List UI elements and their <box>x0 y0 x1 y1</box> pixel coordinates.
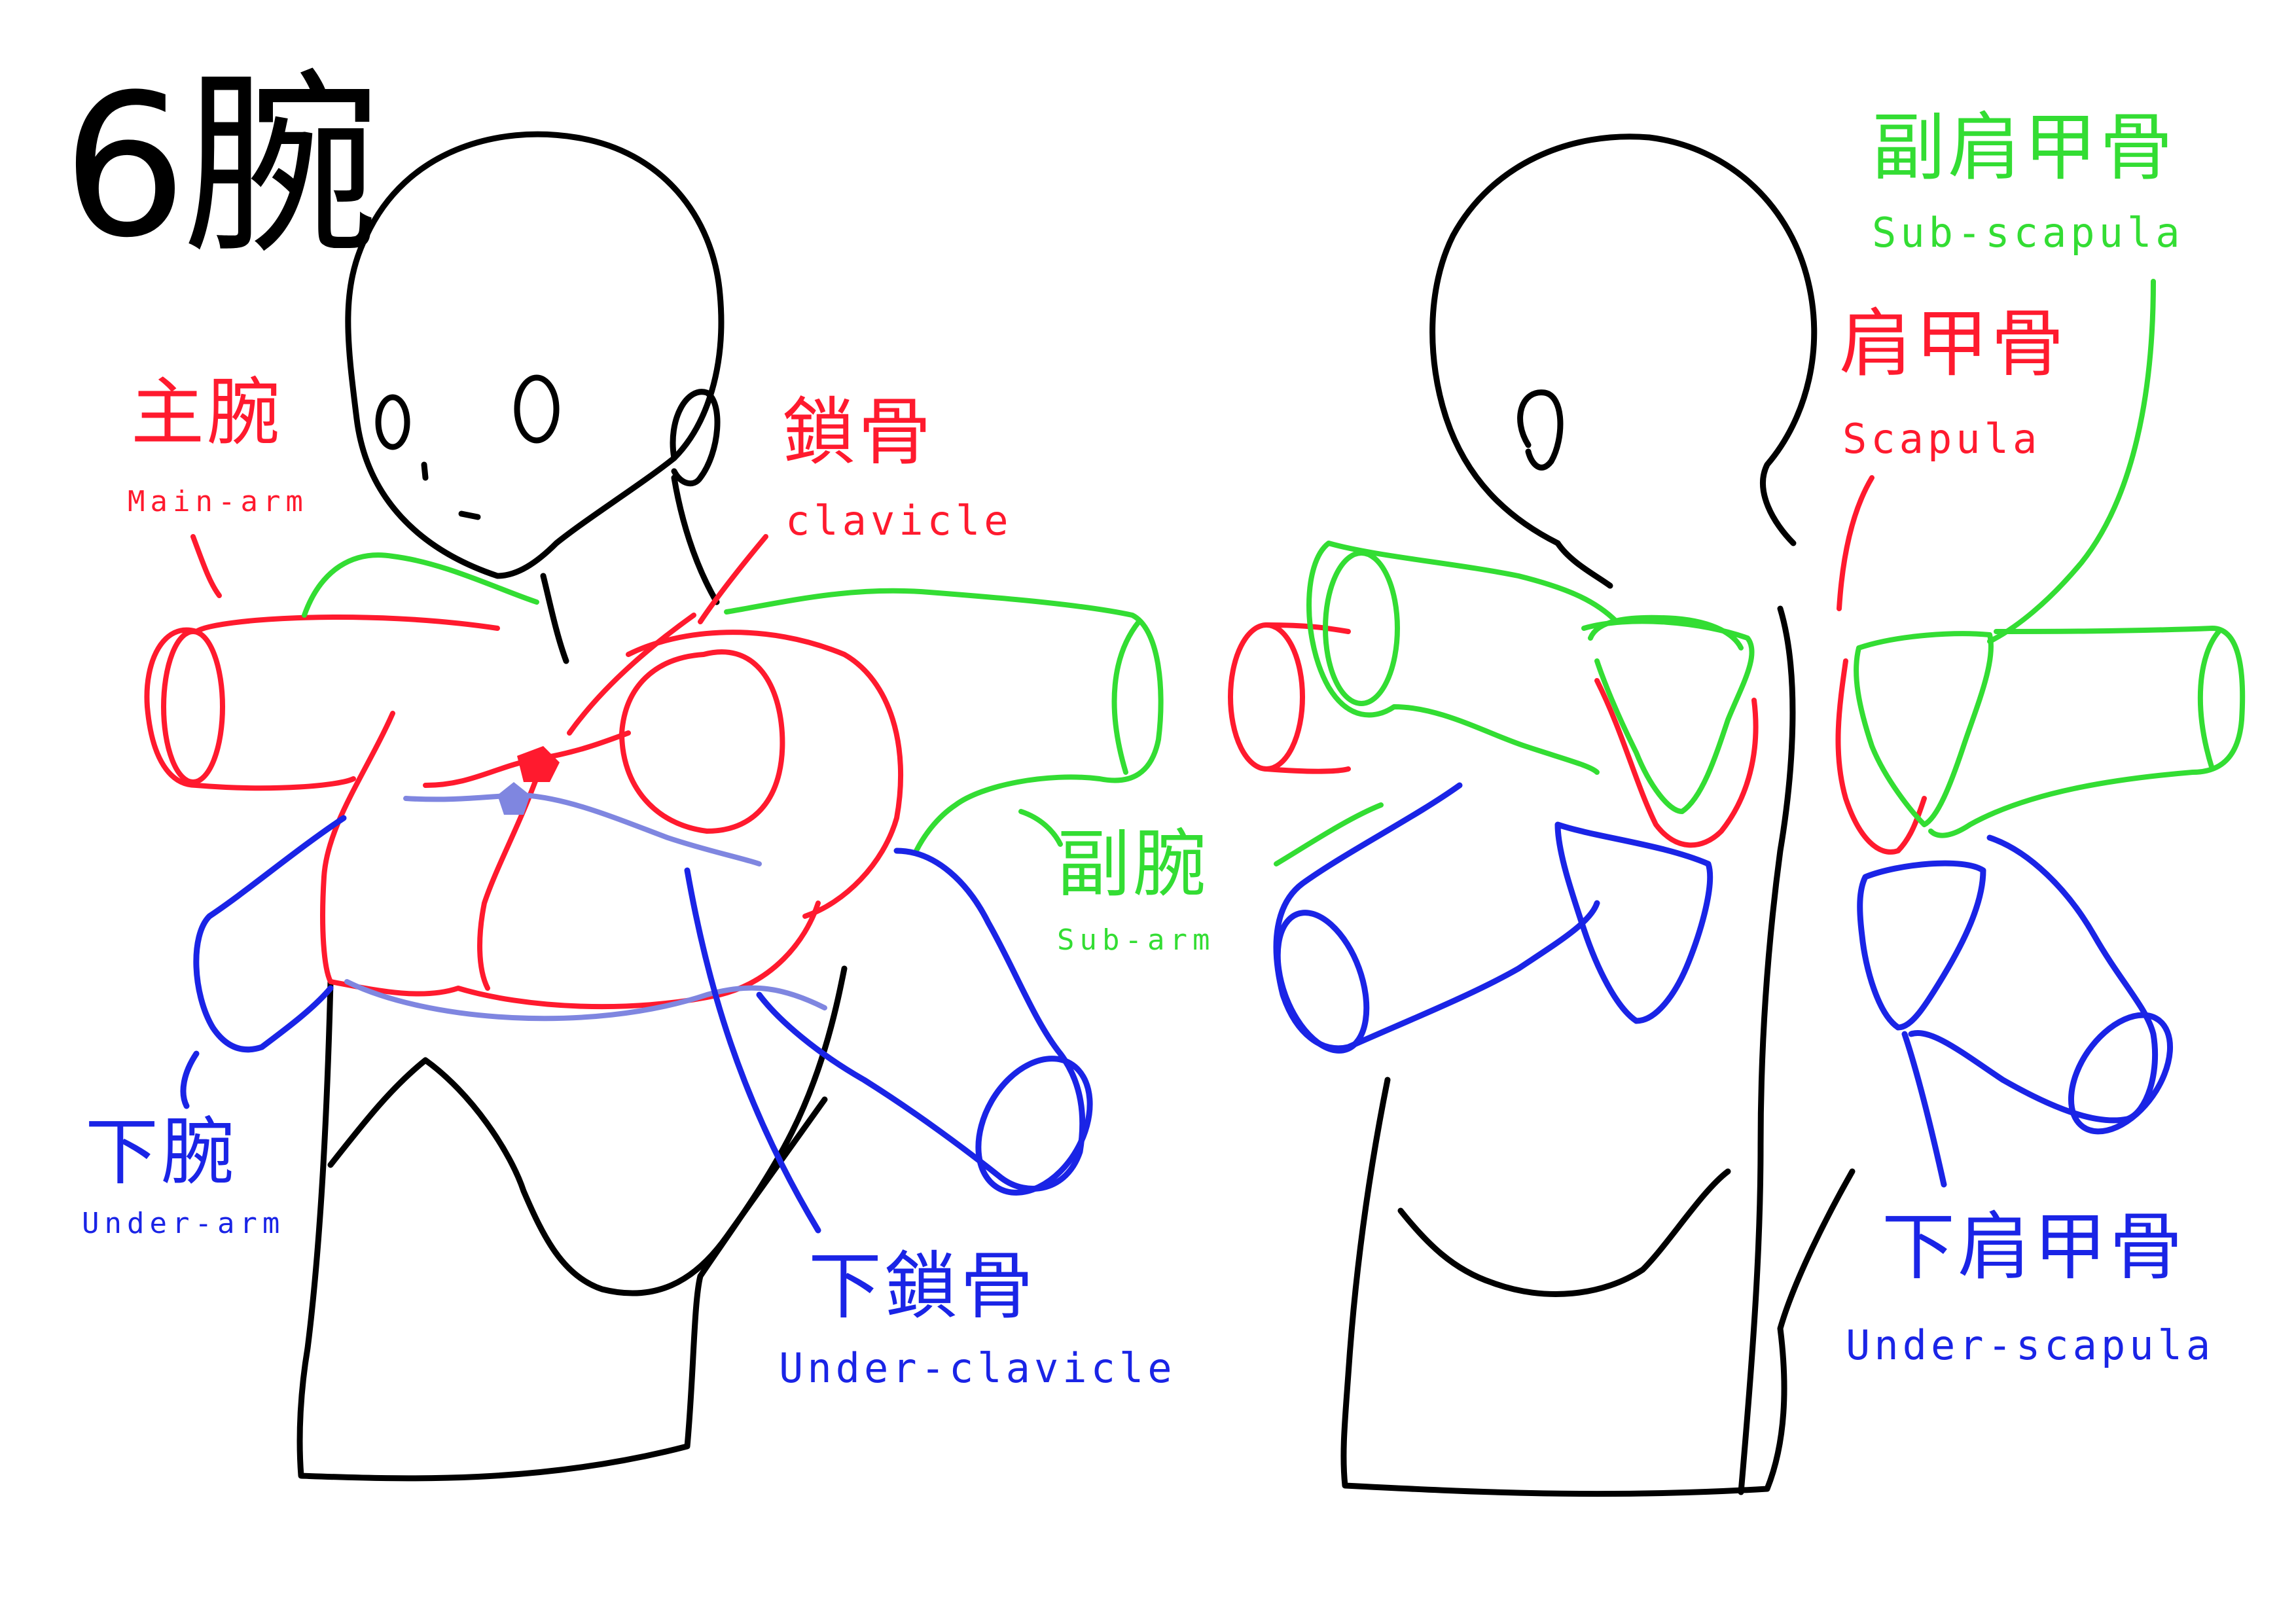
back-waist <box>1397 1168 1731 1297</box>
front-under-clavicle <box>344 793 827 1022</box>
under-scapula-kanji: 下肩甲骨 <box>1882 1205 2185 1290</box>
back-ear <box>1517 389 1564 471</box>
under-arm-english: Under-arm <box>82 1207 285 1240</box>
back-scapula-right <box>1835 658 1927 855</box>
front-ear <box>670 389 721 487</box>
front-mouth <box>458 510 481 520</box>
back-under-arm-right-end <box>2068 1012 2174 1135</box>
front-torso <box>296 965 848 1482</box>
sub-arm-kanji: 副腕 <box>1057 822 1209 907</box>
leader-clavicle <box>698 534 768 624</box>
back-under-scapula-right <box>1857 860 1986 1031</box>
front-under-clavicle-joint <box>497 782 530 815</box>
scapula-english: Scapula <box>1842 415 2041 463</box>
sub-arm-english: Sub-arm <box>1057 923 1215 957</box>
leader-main-arm <box>190 534 222 598</box>
back-under-arm-left-end <box>1274 910 1370 1054</box>
sub-scapula-kanji: 副肩甲骨 <box>1872 105 2176 190</box>
front-under-arm-right <box>756 847 1086 1192</box>
front-nose <box>421 461 429 481</box>
under-scapula-english: Under-scapula <box>1846 1321 2215 1369</box>
back-under-scapula-left <box>1554 821 1713 1024</box>
front-clavicle-line <box>567 613 696 736</box>
back-sub-arm-right-end <box>2197 629 2221 772</box>
front-figure <box>144 131 1164 1482</box>
under-clavicle-kanji: 下鎖骨 <box>808 1244 1036 1329</box>
back-main-arm-left-end <box>1228 622 1305 772</box>
back-figure <box>1228 134 2246 1497</box>
back-under-arm-right <box>1908 834 2159 1124</box>
back-sub-arm-left <box>1306 541 1619 775</box>
back-neck <box>1554 540 1613 589</box>
clavicle-kanji: 鎖骨 <box>782 390 934 475</box>
front-sub-arm-right-end <box>1111 619 1141 775</box>
sub-scapula-english: Sub-scapula <box>1872 209 2184 257</box>
front-main-arm-left <box>144 615 500 791</box>
front-left-eye <box>375 394 410 450</box>
leader-sub-arm <box>1018 809 1063 847</box>
front-sub-arm-left <box>302 552 539 618</box>
back-scapula-left <box>1594 678 1759 848</box>
page-title: 6腕 <box>62 52 380 281</box>
leader-sub-scapula <box>1987 279 2156 644</box>
leader-under-clavicle <box>684 867 821 1234</box>
scapula-kanji: 肩甲骨 <box>1839 302 2067 387</box>
front-under-arm-right-end <box>975 1056 1093 1196</box>
under-arm-kanji: 下腕 <box>85 1110 237 1195</box>
front-main-arm-right-end <box>619 649 785 834</box>
front-waist <box>327 1057 828 1296</box>
front-head <box>345 131 725 579</box>
leader-under-arm <box>180 1050 200 1109</box>
front-sub-arm-right <box>724 588 1164 853</box>
back-sub-scapula-right <box>1854 631 1994 827</box>
back-torso <box>1340 1077 1856 1497</box>
main-arm-kanji: 主腕 <box>131 370 283 455</box>
front-under-arm-left <box>193 815 347 1053</box>
front-right-eye <box>514 374 560 444</box>
back-head <box>1429 134 1818 546</box>
main-arm-english: Main-arm <box>128 485 308 518</box>
back-sub-arm-left-end <box>1323 550 1400 706</box>
leader-sub-arm-back <box>1274 802 1384 866</box>
front-neck-left <box>540 573 569 664</box>
leader-under-scapula <box>1901 1031 1947 1188</box>
front-clavicle-joint <box>517 746 560 782</box>
back-sub-arm-right <box>1928 626 2246 838</box>
under-clavicle-english: Under-clavicle <box>779 1344 1176 1392</box>
back-sub-scapula-left <box>1581 615 1755 814</box>
clavicle-english: clavicle <box>785 497 1013 544</box>
back-spine <box>1738 605 1796 1495</box>
leader-scapula <box>1837 475 1874 611</box>
front-main-arm-left-end <box>161 629 225 785</box>
front-main-arm-right <box>626 630 904 919</box>
back-main-arm-left <box>1264 622 1351 774</box>
front-neck-right <box>671 474 720 605</box>
